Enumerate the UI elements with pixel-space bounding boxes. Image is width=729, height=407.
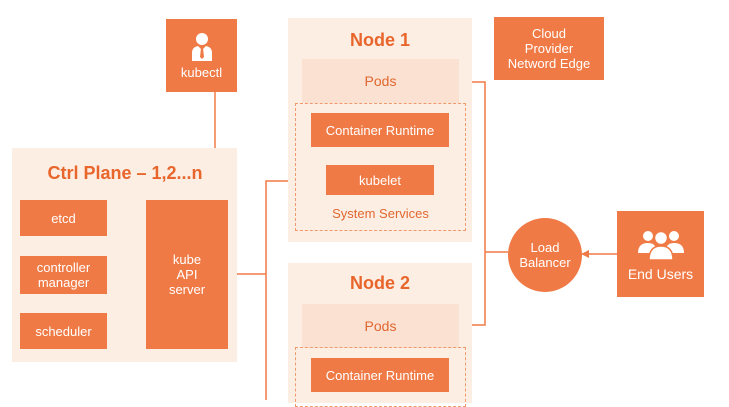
scheduler-box: scheduler bbox=[20, 313, 107, 349]
user-icon bbox=[191, 33, 212, 61]
node1-title: Node 1 bbox=[349, 30, 410, 50]
load-balancer-circle: Load Balancer bbox=[508, 218, 582, 292]
system-services-label: System Services bbox=[332, 206, 429, 221]
controller-manager-box: controller manager bbox=[20, 256, 107, 294]
node1-container-runtime-box: Container Runtime bbox=[311, 113, 449, 147]
users-group-icon bbox=[637, 230, 684, 261]
ctrl-plane-title: Ctrl Plane – 1,2...n bbox=[47, 163, 203, 183]
etcd-box: etcd bbox=[20, 200, 107, 236]
kubelet-box: kubelet bbox=[326, 165, 434, 195]
end-users-label: End Users bbox=[627, 265, 694, 282]
node2-title: Node 2 bbox=[349, 273, 410, 293]
node1-system-services-group bbox=[295, 103, 466, 231]
kube-api-server-box: kube API server bbox=[146, 200, 228, 349]
node2-container-runtime-box: Container Runtime bbox=[311, 358, 449, 392]
kubectl-label: kubectl bbox=[180, 65, 223, 80]
kubectl-box: kubectl bbox=[166, 19, 237, 92]
node2-pods: Pods bbox=[302, 304, 459, 348]
node1-pods: Pods bbox=[302, 59, 459, 103]
end-users-box: End Users bbox=[617, 211, 704, 297]
cloud-provider-box: Cloud Provider Netword Edge bbox=[494, 17, 604, 80]
